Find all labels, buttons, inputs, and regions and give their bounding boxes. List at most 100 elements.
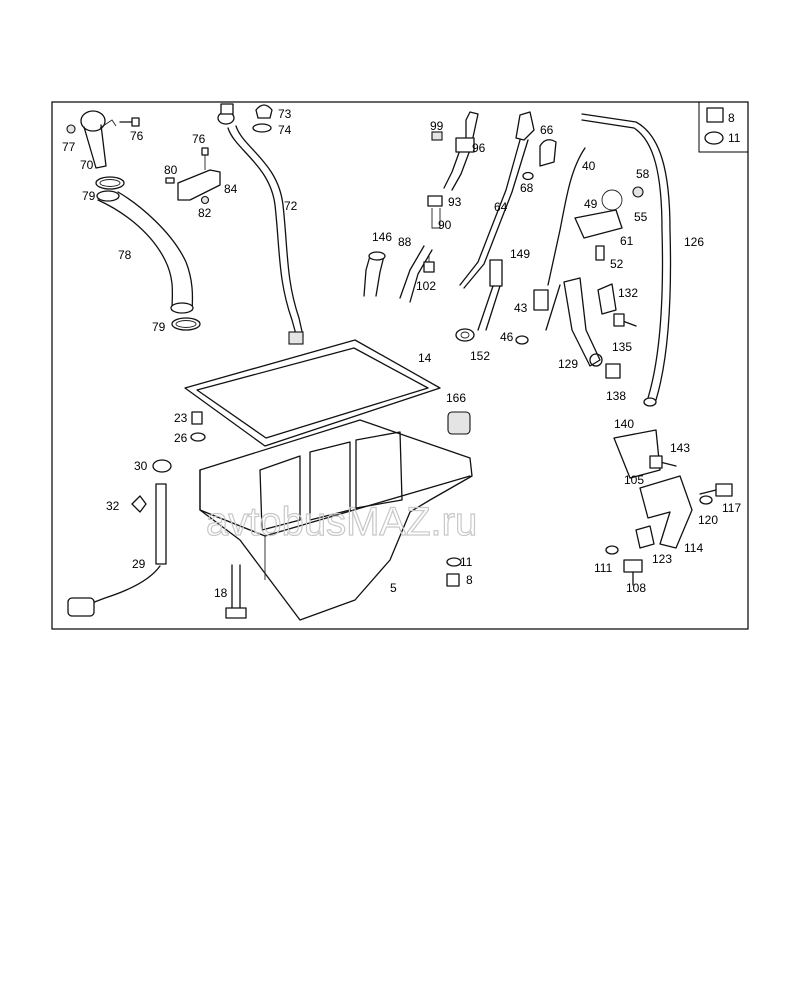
washer-120 — [699, 495, 713, 505]
bracket-105 — [639, 475, 693, 549]
callout-labels: 77 76 70 79 78 79 76 80 84 82 73 74 72 9… — [62, 107, 741, 600]
callout-52: 52 — [610, 257, 624, 271]
callout-61: 61 — [620, 234, 634, 248]
dipstick-64 — [459, 111, 535, 289]
callout-129: 129 — [558, 357, 578, 371]
part-32 — [131, 495, 147, 513]
hose-78 — [96, 190, 194, 314]
bolt-18 — [225, 564, 247, 619]
callout-78: 78 — [118, 248, 132, 262]
seal-11-bottom — [446, 557, 462, 567]
callout-72: 72 — [284, 199, 298, 213]
callout-14: 14 — [418, 351, 432, 365]
callout-126: 126 — [684, 235, 704, 249]
part-132 — [597, 283, 617, 315]
callout-111: 111 — [594, 561, 613, 575]
dipstick-tube-72 — [217, 103, 304, 345]
callout-66: 66 — [540, 123, 554, 137]
washer-26 — [190, 432, 206, 442]
callout-108: 108 — [626, 581, 646, 595]
callout-120: 120 — [698, 513, 718, 527]
callout-76-mid: 76 — [192, 132, 206, 146]
callout-80: 80 — [164, 163, 178, 177]
callout-102: 102 — [416, 279, 436, 293]
hose-146 — [363, 251, 386, 297]
hose-88 — [399, 245, 433, 303]
clamp-79-upper — [95, 176, 125, 190]
bolt-76-left — [119, 117, 140, 127]
callout-146: 146 — [372, 230, 392, 244]
diagram-frame — [51, 101, 749, 630]
callout-99: 99 — [430, 119, 444, 133]
bolt-138 — [605, 363, 621, 379]
callout-30: 30 — [134, 459, 148, 473]
callout-70: 70 — [80, 158, 94, 172]
callout-117: 117 — [722, 501, 741, 515]
callout-138: 138 — [606, 389, 626, 403]
callout-88: 88 — [398, 235, 412, 249]
callout-152: 152 — [470, 349, 490, 363]
cable-40 — [533, 147, 586, 331]
sensor-29 — [67, 483, 167, 617]
callout-29: 29 — [132, 557, 146, 571]
clamp-79-lower — [171, 317, 201, 331]
bolt-102 — [423, 254, 435, 273]
callout-55: 55 — [634, 210, 648, 224]
callout-43: 43 — [514, 301, 528, 315]
callout-135: 135 — [612, 340, 632, 354]
callout-143: 143 — [670, 441, 690, 455]
callout-79: 79 — [82, 189, 96, 203]
bolt-108 — [623, 559, 643, 586]
callout-73: 73 — [278, 107, 292, 121]
callout-140: 140 — [614, 417, 634, 431]
callout-68: 68 — [520, 181, 534, 195]
callout-77: 77 — [62, 140, 76, 154]
cap-77 — [66, 124, 76, 134]
gasket-14 — [184, 339, 441, 447]
oil-pan-5 — [199, 419, 473, 621]
tube-96 — [431, 111, 479, 191]
part-123 — [635, 525, 655, 549]
inset-box — [698, 101, 749, 153]
callout-93: 93 — [448, 195, 462, 209]
seal-11 — [704, 131, 724, 145]
callout-5: 5 — [390, 581, 397, 595]
callout-105: 105 — [624, 473, 644, 487]
ring-152 — [455, 328, 475, 342]
callout-11-bottom: 11 — [460, 555, 473, 569]
plug-23 — [191, 411, 203, 425]
plug-8 — [706, 107, 724, 123]
washer-111 — [605, 545, 619, 555]
ring-74 — [252, 123, 272, 133]
callout-90: 90 — [438, 218, 452, 232]
dipstick-126 — [581, 113, 672, 407]
seal-46 — [515, 335, 529, 345]
callout-18: 18 — [214, 586, 228, 600]
callout-32: 32 — [106, 499, 120, 513]
seal-73 — [255, 104, 273, 119]
watermark: avtobusMAZ.ru — [206, 500, 477, 544]
part-149 — [477, 259, 503, 331]
callout-26: 26 — [174, 431, 188, 445]
callout-123: 123 — [652, 552, 672, 566]
callout-96: 96 — [472, 141, 486, 155]
callout-149: 149 — [510, 247, 530, 261]
bracket-49 — [574, 186, 644, 261]
callout-40: 40 — [582, 159, 596, 173]
plug-8-bottom — [446, 573, 460, 587]
bracket-129 — [563, 277, 603, 367]
callout-76: 76 — [130, 129, 144, 143]
callout-74: 74 — [278, 123, 292, 137]
callout-82: 82 — [198, 206, 212, 220]
callout-49: 49 — [584, 197, 598, 211]
callout-58: 58 — [636, 167, 650, 181]
callout-8-bottom: 8 — [466, 573, 473, 587]
ring-68 — [522, 171, 534, 181]
part-166 — [447, 411, 471, 435]
callout-114: 114 — [684, 541, 703, 555]
callout-11-inset: 11 — [728, 131, 741, 145]
callout-132: 132 — [618, 286, 638, 300]
part-66 — [539, 139, 557, 167]
callout-84: 84 — [224, 182, 238, 196]
